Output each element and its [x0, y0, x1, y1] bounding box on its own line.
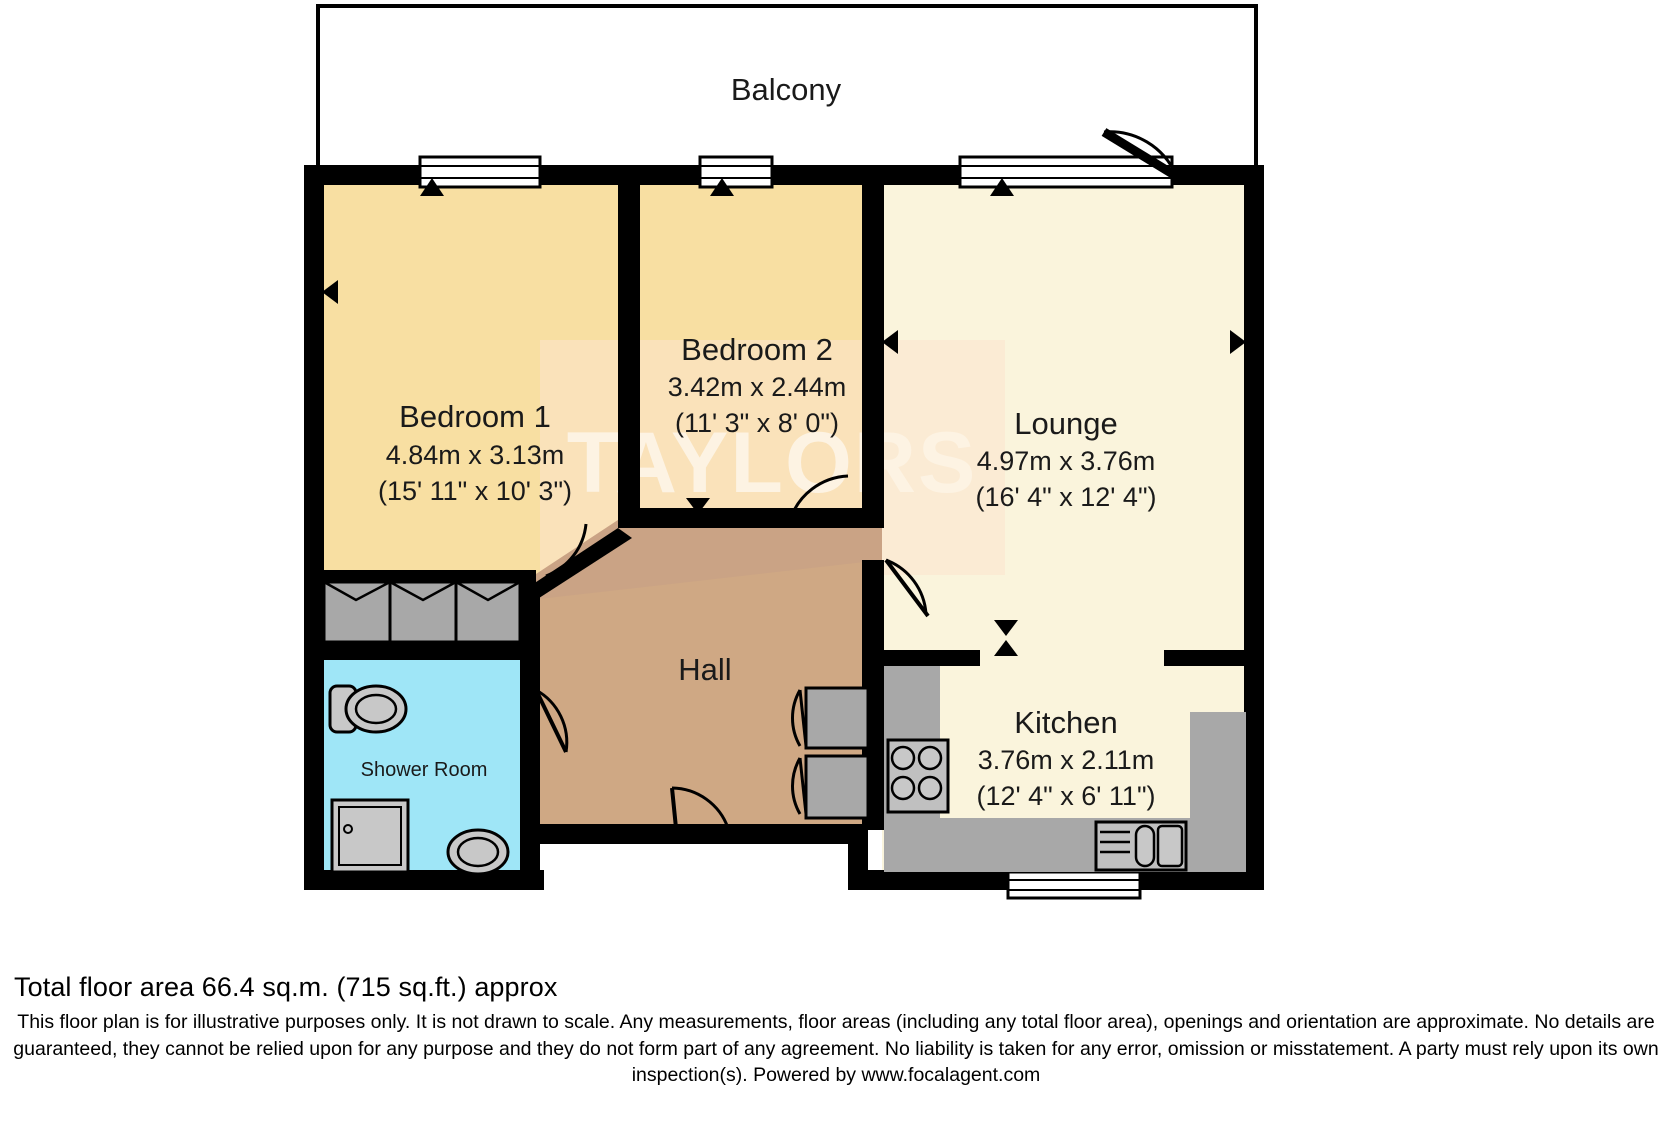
kitchen-label-group: Kitchen 3.76m x 2.11m (12' 4" x 6' 11")	[976, 705, 1155, 811]
bedroom2-name: Bedroom 2	[681, 332, 833, 367]
wc-fixture	[328, 684, 408, 734]
wardrobe-group	[322, 580, 522, 644]
window-bedroom1	[418, 155, 542, 189]
wall-lounge-kitchen-right-nub	[1164, 650, 1264, 666]
door-shower-room	[534, 688, 569, 753]
basin-fixture	[446, 828, 510, 876]
balcony-area: Balcony	[316, 4, 1258, 170]
bedroom1-dim-imperial: (15' 11" x 10' 3")	[378, 476, 572, 506]
bedroom1-wardrobes	[322, 580, 522, 644]
wall-hall-bottom-step	[848, 824, 868, 890]
wall-hall-bottom	[528, 824, 868, 844]
balcony-label: Balcony	[731, 72, 842, 107]
lounge-name: Lounge	[1014, 406, 1117, 441]
kitchen-units	[884, 666, 1246, 872]
arrow-bedroom2-bottom	[686, 498, 710, 514]
arrow-bedroom2-right	[864, 280, 880, 304]
lounge-dim-metric: 4.97m x 3.76m	[977, 446, 1156, 476]
hall-cupboard-lower	[804, 754, 870, 820]
wall-right	[1244, 165, 1264, 890]
window-kitchen	[1006, 870, 1142, 900]
sink-fixture	[1094, 820, 1188, 872]
hob-fixture	[886, 738, 950, 814]
arrow-bedroom1-left	[322, 280, 338, 304]
wall-left	[304, 165, 324, 890]
bedroom2-dim-metric: 3.42m x 2.44m	[668, 372, 847, 402]
hall-cupboard-upper	[804, 686, 870, 750]
lounge-dim-imperial: (16' 4" x 12' 4")	[975, 482, 1156, 512]
door-bedroom2	[788, 474, 849, 521]
arrow-lounge-right	[1230, 330, 1246, 354]
window-bedroom2	[698, 155, 774, 189]
hall-cupboards	[804, 686, 870, 820]
kitchen-dim-metric: 3.76m x 2.11m	[978, 745, 1155, 775]
wall-lounge-kitchen-left-nub	[884, 650, 980, 666]
bedroom2-dim-imperial: (11' 3" x 8' 0")	[675, 408, 839, 438]
bedroom1-dim-metric: 4.84m x 3.13m	[386, 440, 565, 470]
window-lounge	[958, 155, 1174, 189]
arrow-kitchen-up	[994, 620, 1018, 636]
bedroom1-label-group: Bedroom 1 4.84m x 3.13m (15' 11" x 10' 3…	[378, 399, 572, 506]
door-bedroom1	[545, 523, 588, 578]
doors	[534, 474, 930, 829]
arrow-kitchen-down	[994, 640, 1018, 656]
kitchen-dim-imperial: (12' 4" x 6' 11")	[976, 781, 1155, 811]
shower-room-fixtures	[328, 684, 510, 876]
shower-tray	[330, 798, 410, 874]
windows	[418, 155, 1174, 900]
door-entrance	[670, 786, 730, 829]
total-floor-area: Total floor area 66.4 sq.m. (715 sq.ft.)…	[14, 972, 558, 1002]
balcony-inner	[321, 9, 1253, 166]
wall-shower-top	[304, 640, 536, 660]
wall-hall-diagonal	[524, 528, 632, 600]
balcony-door	[1101, 128, 1179, 180]
arrow-bedroom1-window	[420, 178, 444, 196]
door-lounge	[884, 558, 930, 618]
wall-bed2-bottom	[618, 508, 884, 528]
arrow-bedroom2-left	[620, 280, 636, 304]
disclaimer-text: This floor plan is for illustrative purp…	[13, 1011, 1659, 1087]
bedroom2-label-group: Bedroom 2 3.42m x 2.44m (11' 3" x 8' 0")	[668, 332, 847, 438]
wall-shower-right	[520, 590, 540, 890]
arrow-lounge-window	[990, 178, 1014, 196]
arrow-bedroom2-window	[710, 178, 734, 196]
hall-fill	[530, 520, 882, 828]
kitchen-name: Kitchen	[1014, 705, 1117, 740]
wall-bed2-lounge	[862, 172, 884, 528]
hall-name: Hall	[678, 652, 731, 687]
footer: Total floor area 66.4 sq.m. (715 sq.ft.)…	[0, 962, 1672, 1089]
shower-room-name: Shower Room	[361, 759, 488, 781]
bedroom1-name: Bedroom 1	[399, 399, 551, 434]
lounge-label-group: Lounge 4.97m x 3.76m (16' 4" x 12' 4")	[975, 406, 1156, 512]
floor-plan-drawing: Balcony TAYLORS	[304, 4, 1264, 900]
arrow-lounge-left	[882, 330, 898, 354]
wall-bed1-bed2	[618, 172, 640, 524]
